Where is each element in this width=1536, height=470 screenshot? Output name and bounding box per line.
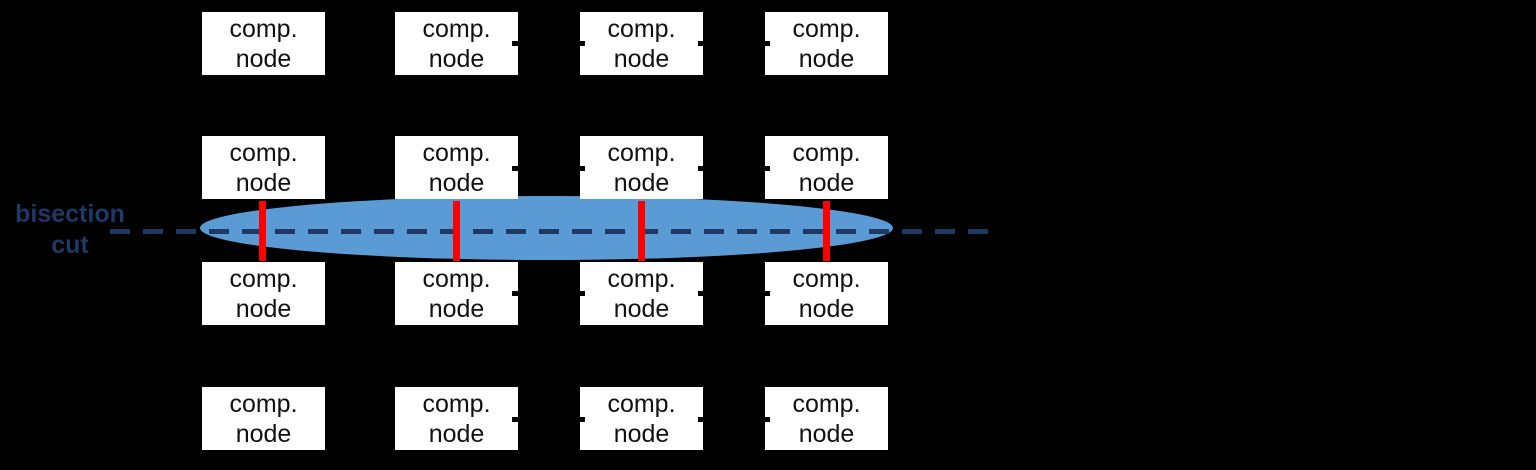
node-link-stub	[698, 291, 770, 296]
cut-link	[638, 201, 645, 261]
node-link-stub	[512, 41, 585, 46]
comp-node: comp. node	[395, 136, 518, 199]
cut-link	[823, 201, 830, 261]
node-link-stub	[512, 166, 585, 171]
bisection-highlight-ellipse	[200, 196, 893, 260]
node-link-stub	[512, 417, 585, 422]
comp-node: comp. node	[580, 387, 703, 450]
bisection-cut-label: bisection cut	[15, 200, 125, 259]
comp-node: comp. node	[580, 12, 703, 75]
comp-node: comp. node	[765, 136, 888, 199]
comp-node: comp. node	[395, 262, 518, 325]
comp-node: comp. node	[765, 387, 888, 450]
comp-node: comp. node	[202, 12, 325, 75]
comp-node: comp. node	[202, 387, 325, 450]
comp-node: comp. node	[395, 387, 518, 450]
comp-node: comp. node	[580, 136, 703, 199]
comp-node: comp. node	[765, 262, 888, 325]
comp-node: comp. node	[765, 12, 888, 75]
comp-node: comp. node	[395, 12, 518, 75]
comp-node: comp. node	[202, 136, 325, 199]
bisection-cut-dashed-line	[110, 229, 991, 234]
node-link-stub	[512, 291, 585, 296]
node-link-stub	[698, 41, 770, 46]
comp-node: comp. node	[202, 262, 325, 325]
cut-link	[453, 201, 460, 261]
cut-link	[259, 201, 266, 261]
node-link-stub	[698, 417, 770, 422]
comp-node: comp. node	[580, 262, 703, 325]
node-link-stub	[698, 166, 770, 171]
